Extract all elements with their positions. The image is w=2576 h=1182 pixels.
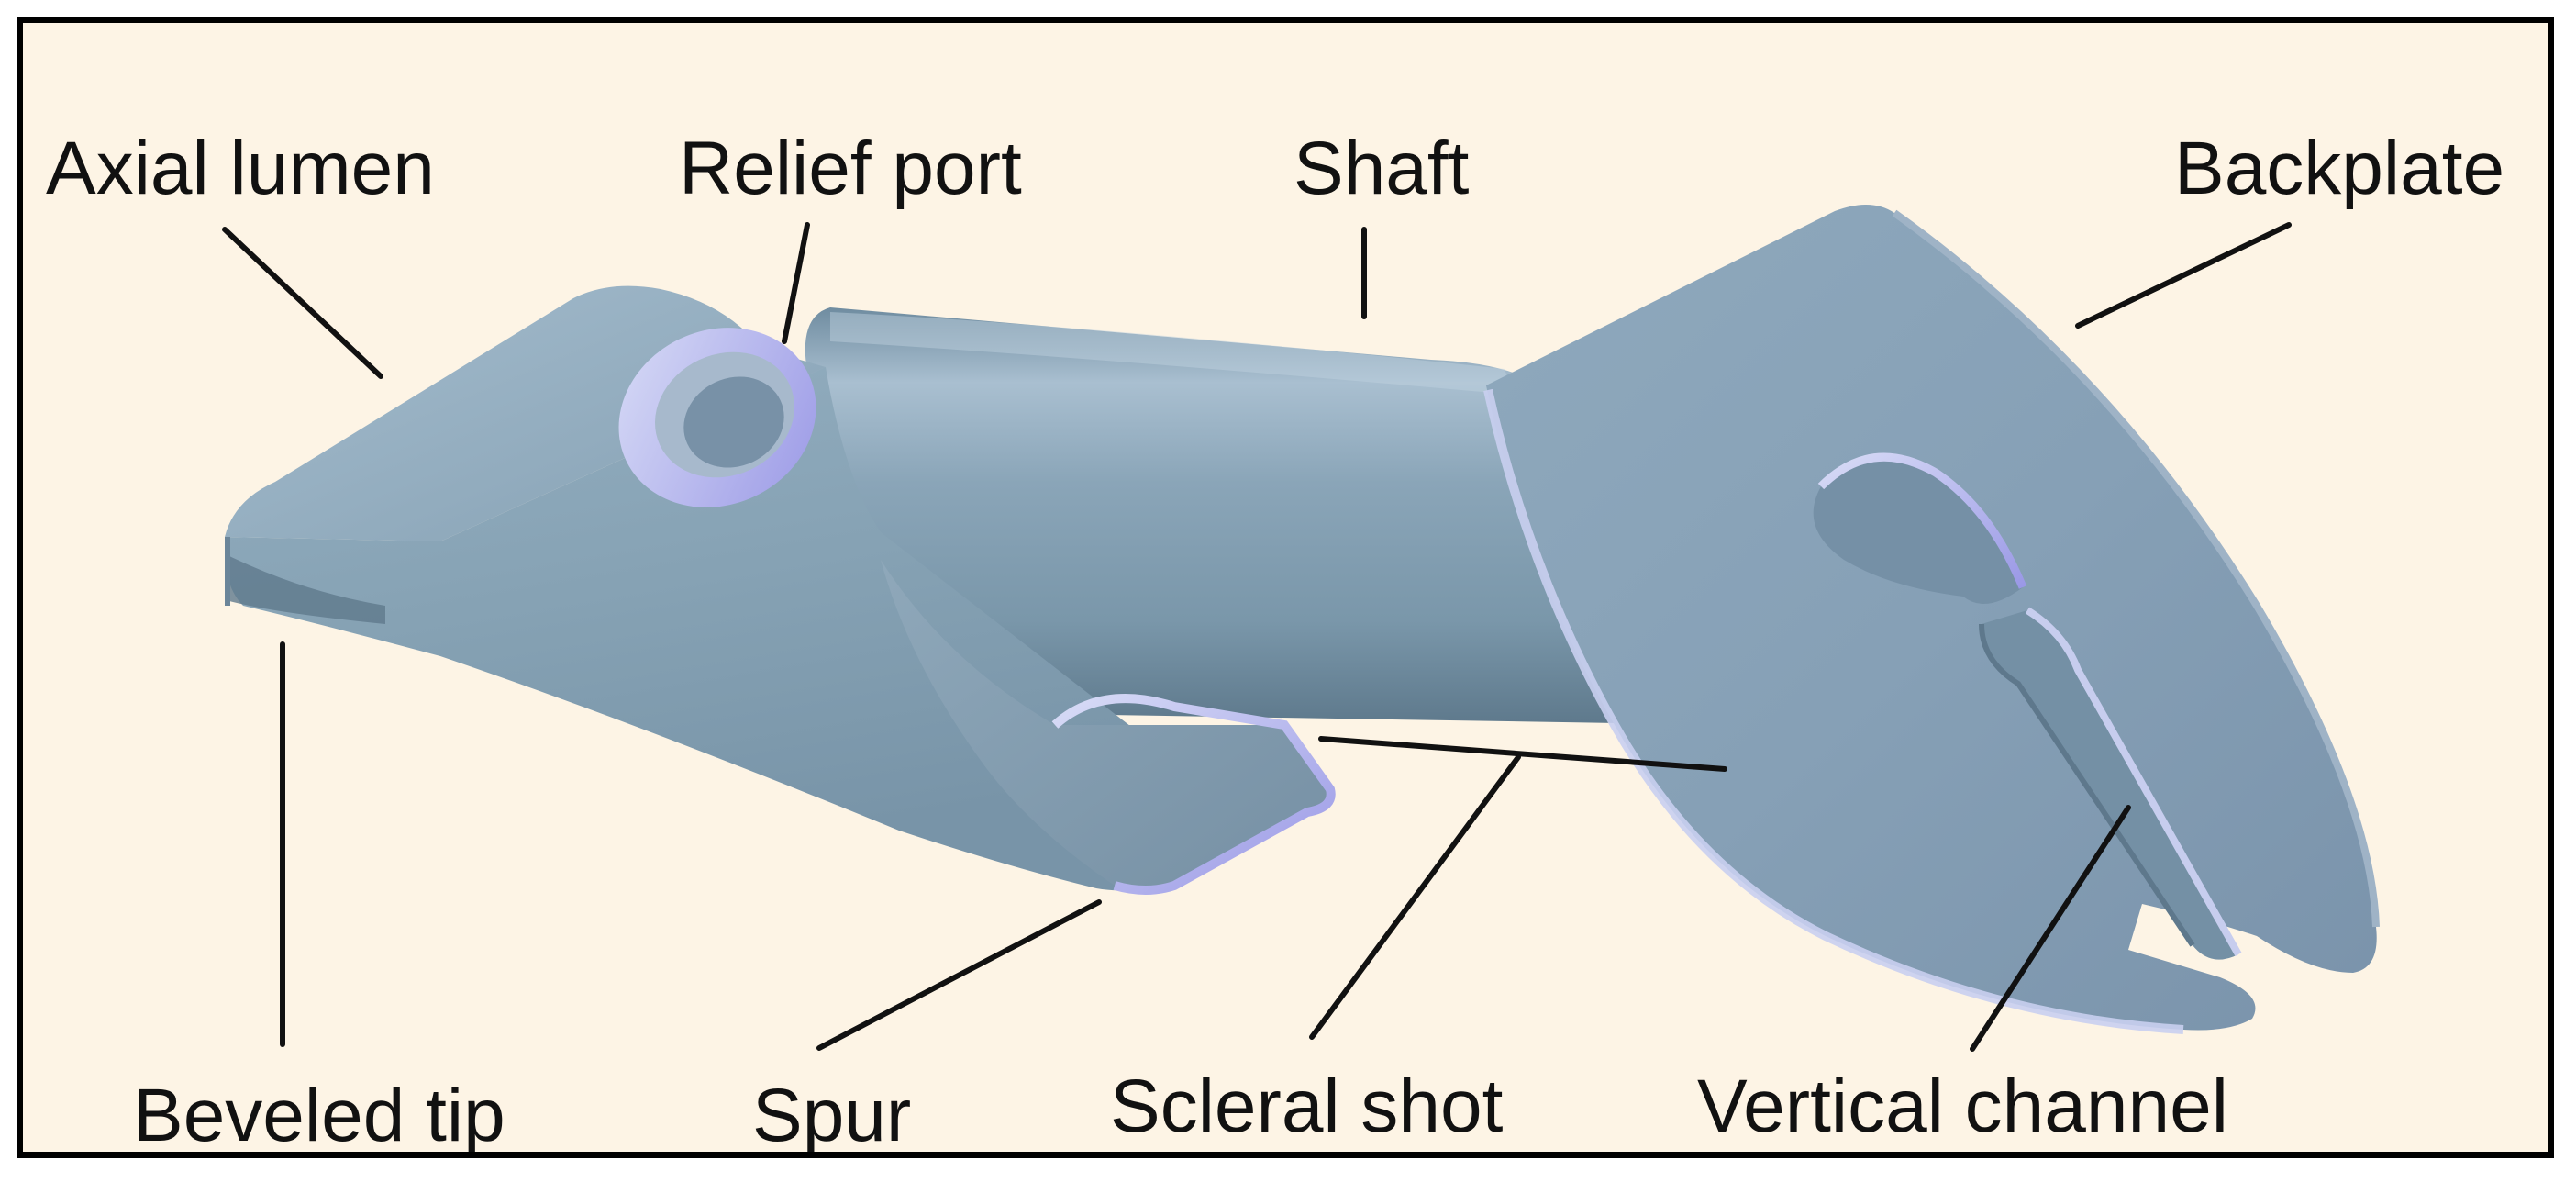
leader-line-backplate	[2075, 222, 2292, 329]
spur	[881, 560, 1331, 890]
backplate-rim	[1483, 388, 2184, 1034]
backplate-slot	[1813, 457, 2023, 604]
label-relief-port: Relief port	[679, 127, 1022, 210]
spur-rim	[1051, 694, 1336, 895]
backplate-slot-rim	[1817, 452, 2027, 589]
leader-lines	[222, 222, 2292, 1052]
leader-line-vertical-channel	[1970, 805, 2131, 1052]
backplate-outer-rim	[1892, 209, 2380, 928]
vertical-channel-edge	[1979, 623, 2195, 947]
leader-line-relief-port	[782, 222, 810, 344]
tip-block-side	[225, 367, 1156, 891]
label-spur: Spur	[752, 1074, 912, 1157]
relief-port-hole	[683, 376, 784, 468]
figure-frame: Axial lumen Relief port Shaft Backplate …	[17, 17, 2554, 1158]
label-shaft: Shaft	[1294, 127, 1470, 210]
leader-line-scleral-shot-bracket	[1318, 736, 1727, 772]
leader-line-axial-lumen	[222, 227, 383, 379]
leader-line-spur	[816, 899, 1102, 1051]
vertical-channel-rim	[2025, 607, 2242, 956]
label-axial-lumen: Axial lumen	[46, 127, 435, 210]
shaft-highlight	[830, 312, 1514, 395]
label-backplate: Backplate	[2174, 127, 2505, 210]
label-scleral-shot: Scleral shot	[1110, 1065, 1504, 1148]
vertical-channel	[1982, 610, 2238, 960]
label-beveled-tip: Beveled tip	[133, 1074, 505, 1157]
device-illustration	[23, 23, 2548, 1152]
tip-bevel-face	[228, 555, 385, 624]
leader-line-scleral-shot	[1309, 754, 1521, 1040]
label-vertical-channel: Vertical channel	[1697, 1065, 2228, 1148]
